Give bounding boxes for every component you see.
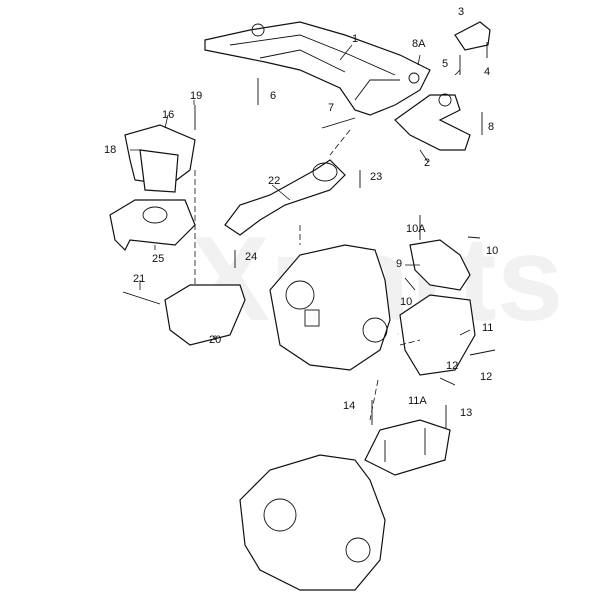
gearbox-mount <box>399 239 476 376</box>
callout-labels: 1 2 3 4 5 6 7 8 8A 9 10 10 10A 11 11A 12… <box>104 6 498 419</box>
engine-mount <box>109 124 196 252</box>
callout-21: 21 <box>133 273 145 285</box>
subframe <box>204 21 431 116</box>
gearbox-upper <box>269 244 391 371</box>
callout-11A: 11A <box>408 395 427 407</box>
callout-3: 3 <box>458 6 464 18</box>
control-arm <box>394 93 471 151</box>
gearbox-lower <box>239 454 386 591</box>
callout-8: 8 <box>488 121 494 133</box>
callout-4: 4 <box>484 66 490 78</box>
callout-14: 14 <box>343 400 355 412</box>
bolts <box>122 42 496 428</box>
callout-16: 16 <box>162 109 174 121</box>
callout-1: 1 <box>352 33 358 45</box>
callout-10-left: 10 <box>400 296 412 308</box>
callout-19: 19 <box>190 90 202 102</box>
callout-24: 24 <box>245 251 257 263</box>
callout-10-right: 10 <box>486 245 498 257</box>
bracket <box>454 21 491 51</box>
callout-11: 11 <box>482 322 493 334</box>
callout-20: 20 <box>209 334 221 346</box>
callout-6: 6 <box>270 90 276 102</box>
callout-2: 2 <box>424 157 430 169</box>
gearbox-mount-11A <box>364 419 451 476</box>
callout-7: 7 <box>328 102 334 114</box>
callout-18: 18 <box>104 144 116 156</box>
callout-25: 25 <box>152 253 164 265</box>
callout-8A: 8A <box>412 38 426 50</box>
callout-12-left: 12 <box>446 360 458 372</box>
callout-13: 13 <box>460 407 472 419</box>
torque-rod <box>224 159 346 236</box>
callout-12-right: 12 <box>480 371 492 383</box>
callout-23: 23 <box>370 171 382 183</box>
callout-9: 9 <box>396 258 402 270</box>
bracket-20 <box>164 284 246 346</box>
callout-5: 5 <box>442 58 448 70</box>
callout-10A: 10A <box>406 223 426 235</box>
callout-22: 22 <box>268 175 280 187</box>
